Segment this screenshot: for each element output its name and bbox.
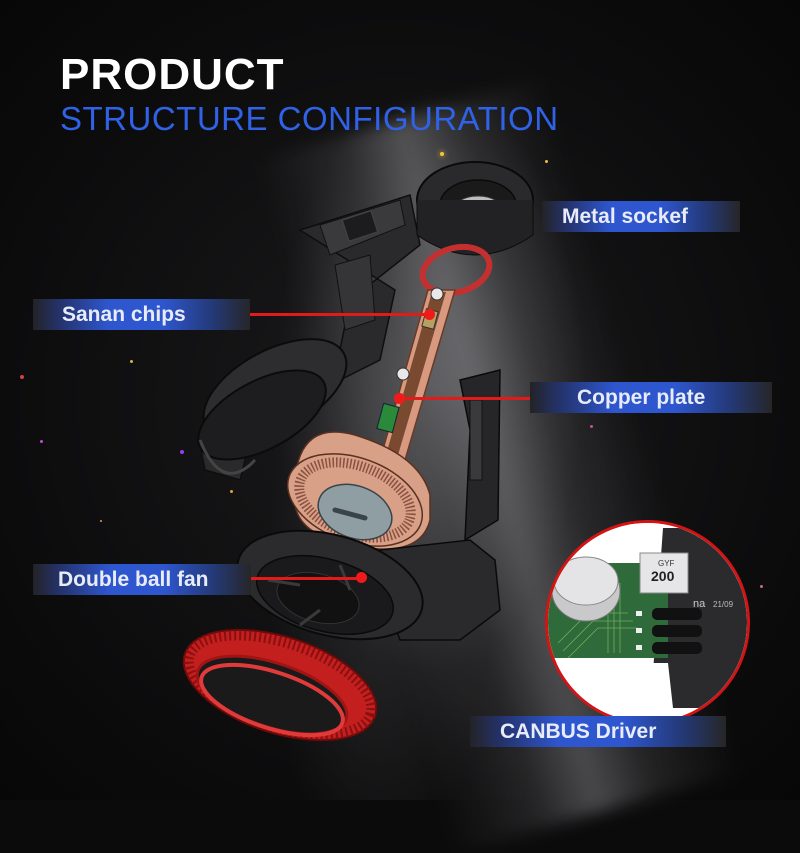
label-canbus-driver: CANBUS Driver [470, 716, 726, 747]
canbus-driver-inset: GYF 200 na 21/09 [545, 520, 750, 725]
copper-heatsink [286, 431, 431, 550]
page-title: PRODUCT [60, 50, 285, 99]
star-decoration [590, 425, 593, 428]
product-exploded-view [182, 161, 534, 742]
leader-line-copper-plate [400, 397, 530, 400]
inductor-label-line2: 200 [651, 568, 675, 584]
leader-dot-double-ball-fan [356, 572, 367, 583]
leader-line-sanan-chips [250, 313, 430, 316]
label-sanan-chips: Sanan chips [33, 299, 250, 330]
star-decoration [100, 520, 102, 522]
label-metal-socket: Metal sockef [542, 201, 740, 232]
label-double-ball-fan: Double ball fan [33, 564, 251, 595]
star-decoration [545, 160, 548, 163]
metal-socket-part [416, 161, 534, 256]
label-text: Metal sockef [562, 205, 689, 228]
page-subtitle: STRUCTURE CONFIGURATION [60, 100, 559, 137]
driver-board-illustration [548, 523, 747, 722]
star-decoration [180, 450, 184, 454]
star-decoration [20, 375, 24, 379]
star-decoration [130, 360, 133, 363]
label-copper-plate: Copper plate [530, 382, 772, 413]
star-decoration [230, 490, 233, 493]
leader-line-double-ball-fan [251, 577, 359, 580]
chip-marking: na [693, 598, 706, 610]
star-decoration [760, 585, 763, 588]
label-text: Double ball fan [58, 568, 209, 591]
shell-grip-ring [197, 338, 348, 475]
leader-dot-copper-plate [394, 393, 405, 404]
label-text: Sanan chips [62, 303, 186, 326]
label-text: CANBUS Driver [500, 720, 657, 743]
star-decoration [440, 152, 444, 156]
right-housing-clip [459, 369, 501, 542]
red-knurled-ring [182, 628, 378, 742]
chip-date: 21/09 [713, 600, 734, 609]
inductor-label-line1: GYF [658, 559, 675, 568]
leader-dot-sanan-chips [424, 309, 435, 320]
label-text: Copper plate [577, 386, 706, 409]
star-decoration [40, 440, 43, 443]
o-ring [419, 243, 493, 297]
